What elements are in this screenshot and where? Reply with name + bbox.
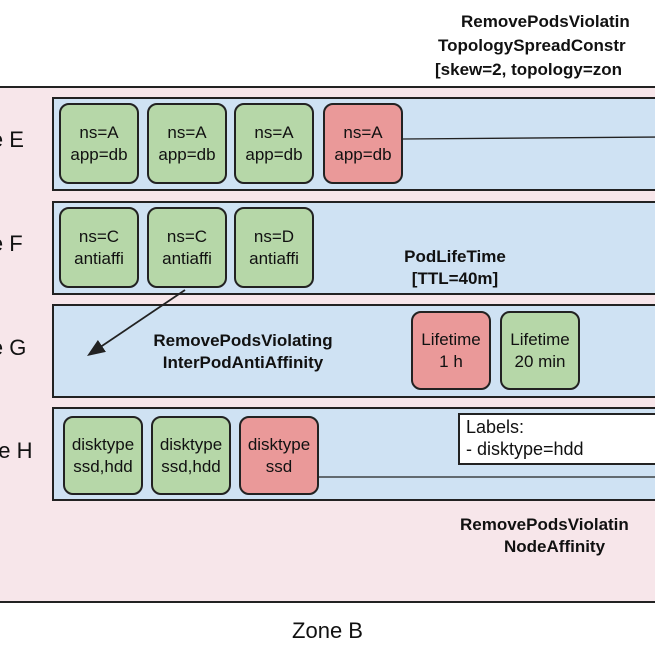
annotation-line: TopologySpreadConstr [438,36,626,55]
node-g-label: le G [0,335,27,360]
pod-e3: ns=A app=db [234,103,314,184]
annotation-line: RemovePodsViolating [153,331,333,350]
annotation-line: [TTL=40m] [411,269,499,288]
pod-line: app=db [70,144,128,164]
pod-line: Lifetime [421,329,481,349]
pod-line: ns=A [167,122,207,142]
pod-line: 1 h [439,351,463,371]
pod-line: ns=C [78,226,120,246]
pod-line: ns=A [254,122,294,142]
zone-title: Zone B [292,618,363,643]
annotation-line: RemovePodsViolatin [460,515,629,534]
pod-line: antiaffi [249,248,299,268]
pod-line: antiaffi [74,248,124,268]
pod-line: ns=C [166,226,208,246]
pod-line: app=db [334,144,392,164]
pod-line: ssd,hdd [73,456,133,476]
pod-line: ssd [265,456,293,476]
pod-e1: ns=A app=db [59,103,139,184]
pod-h2: disktype ssd,hdd [151,416,231,495]
topology-spread-annotation: RemovePodsViolatin TopologySpreadConstr … [430,10,630,82]
pod-h1: disktype ssd,hdd [63,416,143,495]
pod-line: ns=A [79,122,119,142]
pod-line: disktype [159,434,223,454]
antiaffinity-annotation: RemovePodsViolating InterPodAntiAffinity [128,330,358,374]
labels-line: - disktype=hdd [466,439,584,459]
node-labels-box: Labels: - disktype=hdd [458,413,655,465]
node-e-label: le E [0,127,24,152]
node-f [52,201,655,295]
pod-g1-evict: Lifetime 1 h [411,311,491,390]
nodeaffinity-annotation: RemovePodsViolatin NodeAffinity [460,514,655,558]
pod-line: antiaffi [162,248,212,268]
pod-line: disktype [71,434,135,454]
pod-f3: ns=D antiaffi [234,207,314,288]
node-f-label: le F [0,231,23,256]
pod-line: app=db [245,144,303,164]
annotation-line: [skew=2, topology=zon [435,60,623,79]
pod-line: Lifetime [510,329,570,349]
pod-line: disktype [247,434,311,454]
pod-line: ns=D [253,226,295,246]
pod-g2: Lifetime 20 min [500,311,580,390]
pod-h3-evict: disktype ssd [239,416,319,495]
annotation-line: PodLifeTime [404,247,506,266]
pod-line: 20 min [514,351,566,371]
annotation-line: InterPodAntiAffinity [162,353,324,372]
pod-line: app=db [158,144,216,164]
pod-f1: ns=C antiaffi [59,207,139,288]
pod-line: ns=A [343,122,383,142]
node-h-label: de H [0,438,33,463]
annotation-line: NodeAffinity [504,537,606,556]
pod-e2: ns=A app=db [147,103,227,184]
pod-f2: ns=C antiaffi [147,207,227,288]
podlifetime-annotation: PodLifeTime [TTL=40m] [390,246,520,290]
labels-line: Labels: [466,417,525,437]
annotation-line: RemovePodsViolatin [461,12,630,31]
pod-e4-evict: ns=A app=db [323,103,403,184]
pod-line: ssd,hdd [161,456,221,476]
